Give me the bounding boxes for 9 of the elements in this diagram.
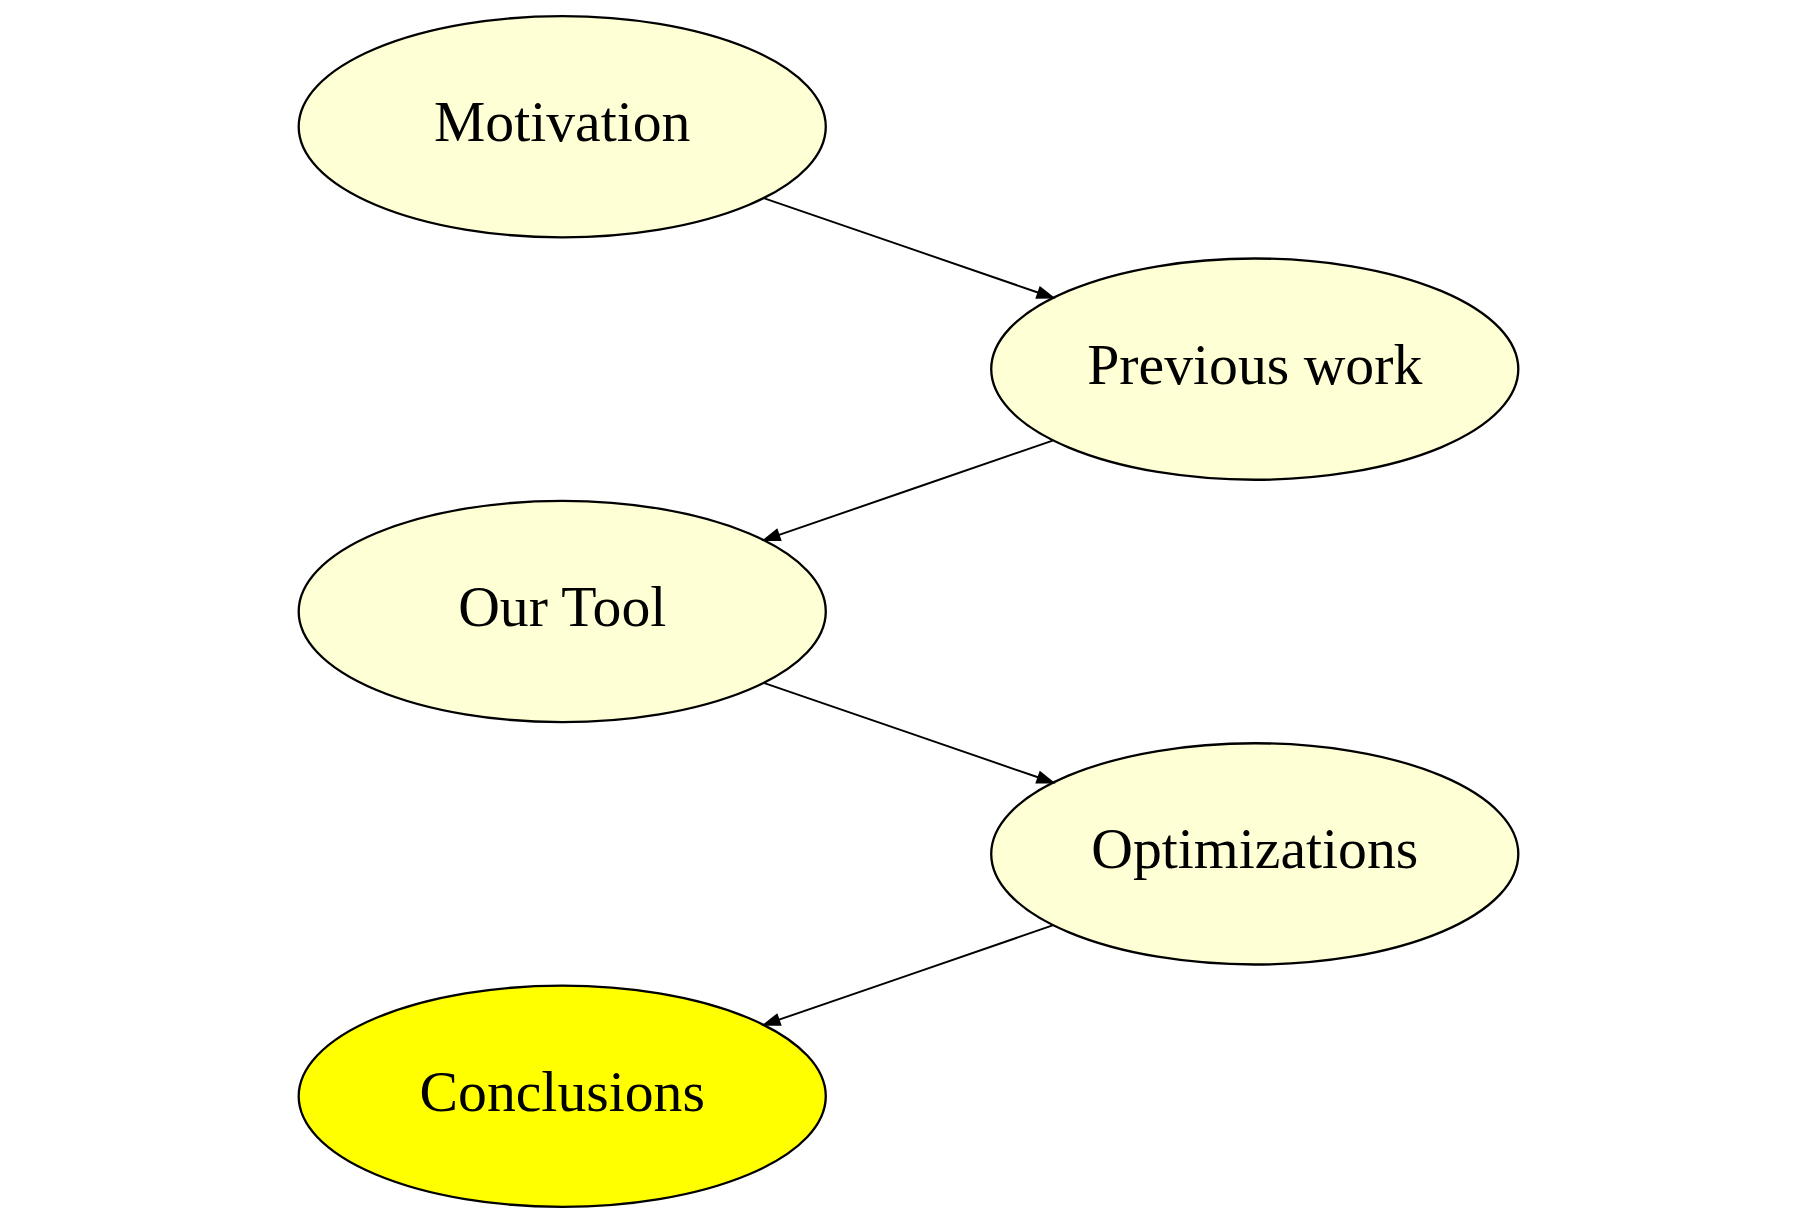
node-ellipse: Previous work [989, 257, 1519, 481]
arrow [762, 197, 1056, 299]
node-ellipse: Conclusions [297, 984, 827, 1209]
arrow [762, 682, 1056, 784]
node-ellipse: Optimizations [989, 742, 1519, 966]
node-ellipse: Motivation [297, 14, 827, 239]
node-ellipse: Our Tool [297, 499, 827, 724]
arrow [760, 924, 1054, 1026]
arrow [760, 439, 1054, 542]
